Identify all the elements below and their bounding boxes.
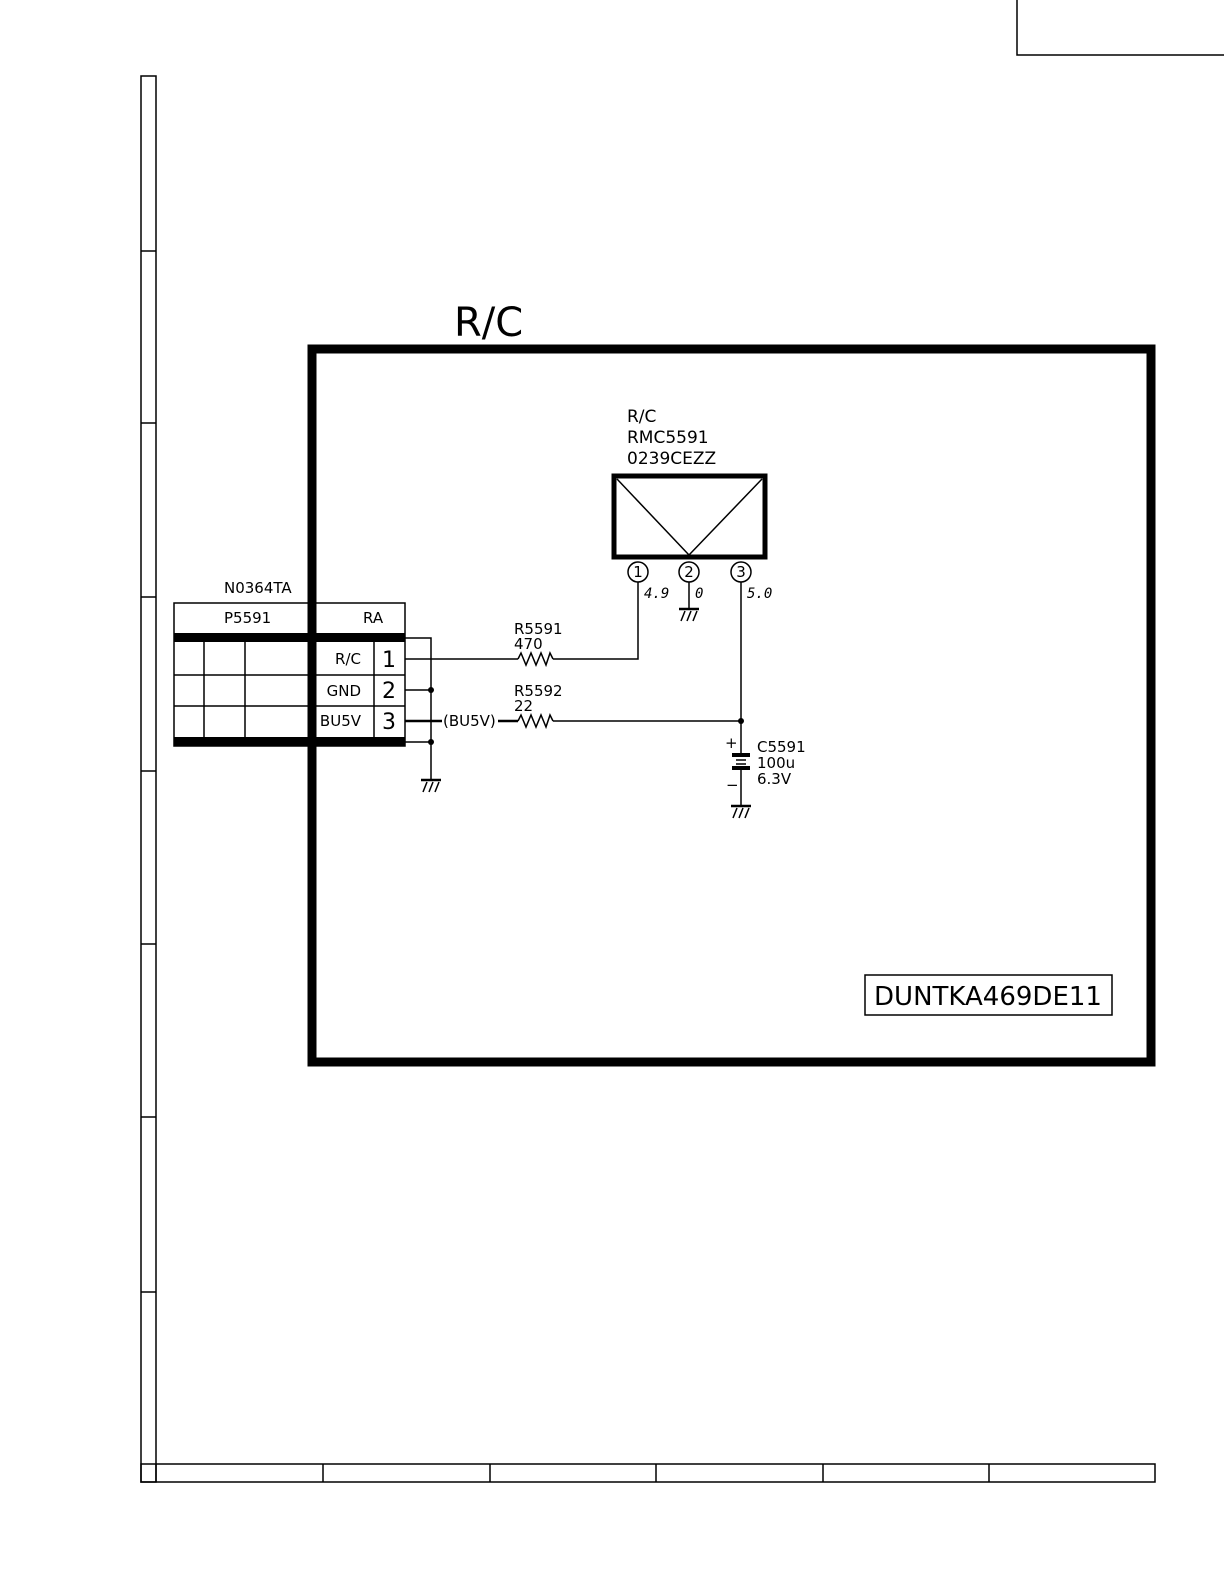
- c5591-minus: −: [726, 776, 739, 794]
- junction-dot: [428, 687, 434, 693]
- module-body: [614, 476, 765, 557]
- connector-signal-label: GND: [327, 682, 361, 700]
- module-pin-1: 1: [628, 562, 648, 582]
- connector-row: GND 2: [327, 679, 396, 704]
- connector-header-bar: [174, 633, 405, 642]
- wiring: [405, 582, 744, 805]
- connector-p5591: N0364TA P5591 RA R/C 1 GND 2 BU5V 3: [174, 579, 405, 746]
- connector-row: R/C 1: [335, 648, 396, 673]
- module-part-number: RMC5591: [627, 428, 709, 448]
- pin-3-voltage: 5.0: [747, 586, 772, 602]
- pin-2-voltage: 0: [695, 586, 703, 602]
- pwb-border: [312, 349, 1151, 1062]
- connector-part-number: N0364TA: [224, 579, 292, 597]
- capacitor-c5591: + − C5591 100u 6.3V: [725, 734, 806, 794]
- ground-symbol-capacitor: [731, 806, 751, 818]
- connector-pin-number: 2: [382, 679, 396, 704]
- module-pin-2-label: 2: [684, 563, 694, 581]
- ground-symbol-pin2: [679, 609, 699, 621]
- block-title: R/C: [454, 300, 523, 346]
- module-pin-3-label: 3: [736, 563, 746, 581]
- connector-row: BU5V 3: [320, 710, 396, 735]
- r5592-value: 22: [514, 697, 533, 715]
- pwb-code: DUNTKA469DE11: [874, 982, 1102, 1012]
- module-pin-1-label: 1: [633, 563, 643, 581]
- rc-receiver-module: R/C RMC5591 0239CEZZ 1 2 3 4.9 0 5.0: [614, 407, 772, 602]
- junction-dot: [428, 739, 434, 745]
- pwb-code-box: DUNTKA469DE11: [865, 975, 1112, 1015]
- module-pin-2: 2: [679, 562, 699, 582]
- module-diagonal-left: [617, 479, 689, 555]
- connector-pin-number: 3: [382, 710, 396, 735]
- c5591-plus: +: [725, 734, 738, 752]
- connector-type: RA: [363, 609, 384, 627]
- ground-symbol-connector: [421, 780, 441, 792]
- module-code: 0239CEZZ: [627, 449, 716, 469]
- net-label-bu5v: (BU5V): [443, 712, 496, 730]
- pin-1-voltage: 4.9: [644, 586, 669, 602]
- c5591-voltage: 6.3V: [757, 770, 792, 788]
- module-ref: R/C: [627, 407, 656, 427]
- module-diagonal-right: [689, 479, 762, 555]
- connector-footer-bar: [174, 737, 405, 746]
- junction-dot: [738, 718, 744, 724]
- connector-signal-label: R/C: [335, 650, 361, 668]
- connector-ref: P5591: [224, 609, 271, 627]
- module-pin-3: 3: [731, 562, 751, 582]
- r5591-value: 470: [514, 635, 543, 653]
- connector-signal-label: BU5V: [320, 712, 362, 730]
- connector-pin-number: 1: [382, 648, 396, 673]
